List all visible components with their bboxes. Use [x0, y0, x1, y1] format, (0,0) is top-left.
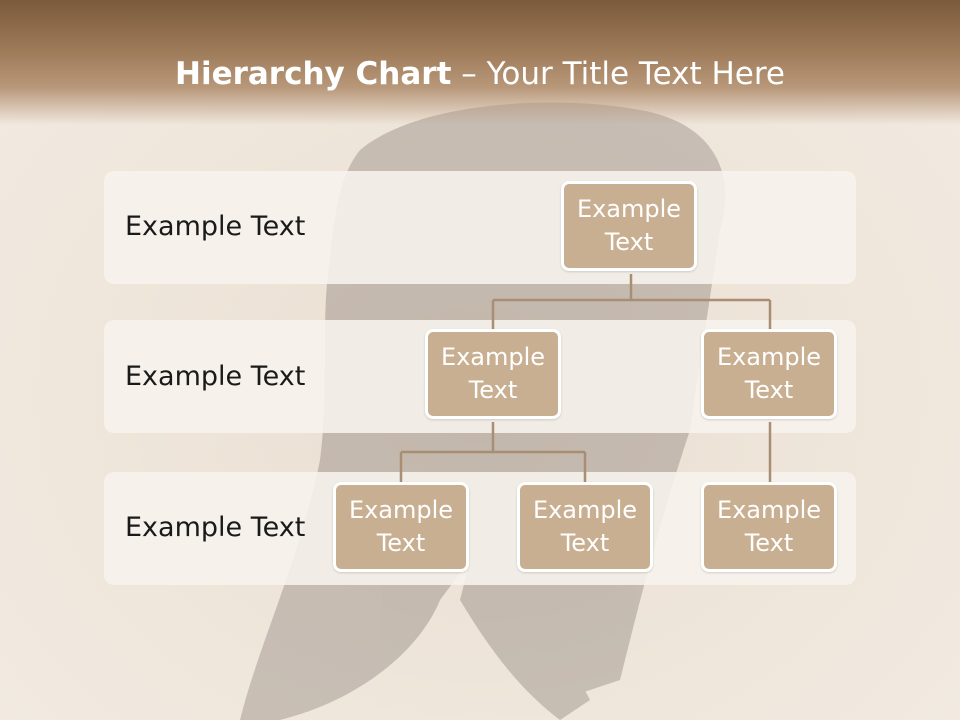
- node-level3-a[interactable]: Example Text: [333, 482, 469, 572]
- node-root-label: Example Text: [576, 195, 682, 256]
- level-band-1: [104, 171, 856, 284]
- node-level3-b[interactable]: Example Text: [517, 482, 653, 572]
- node-level3-c[interactable]: Example Text: [701, 482, 837, 572]
- node-level2-right-label: Example Text: [716, 343, 822, 404]
- node-level2-right[interactable]: Example Text: [701, 329, 837, 419]
- node-level3-b-label: Example Text: [532, 496, 638, 557]
- level-label-1: Example Text: [125, 211, 306, 242]
- node-root[interactable]: Example Text: [561, 181, 697, 271]
- node-level2-left[interactable]: Example Text: [425, 329, 561, 419]
- node-level2-left-label: Example Text: [440, 343, 546, 404]
- level-label-2: Example Text: [125, 361, 306, 392]
- title-band: [0, 0, 960, 125]
- level-label-3: Example Text: [125, 512, 306, 543]
- node-level3-a-label: Example Text: [348, 496, 454, 557]
- page-title: Hierarchy Chart – Your Title Text Here: [175, 56, 785, 92]
- node-level3-c-label: Example Text: [716, 496, 822, 557]
